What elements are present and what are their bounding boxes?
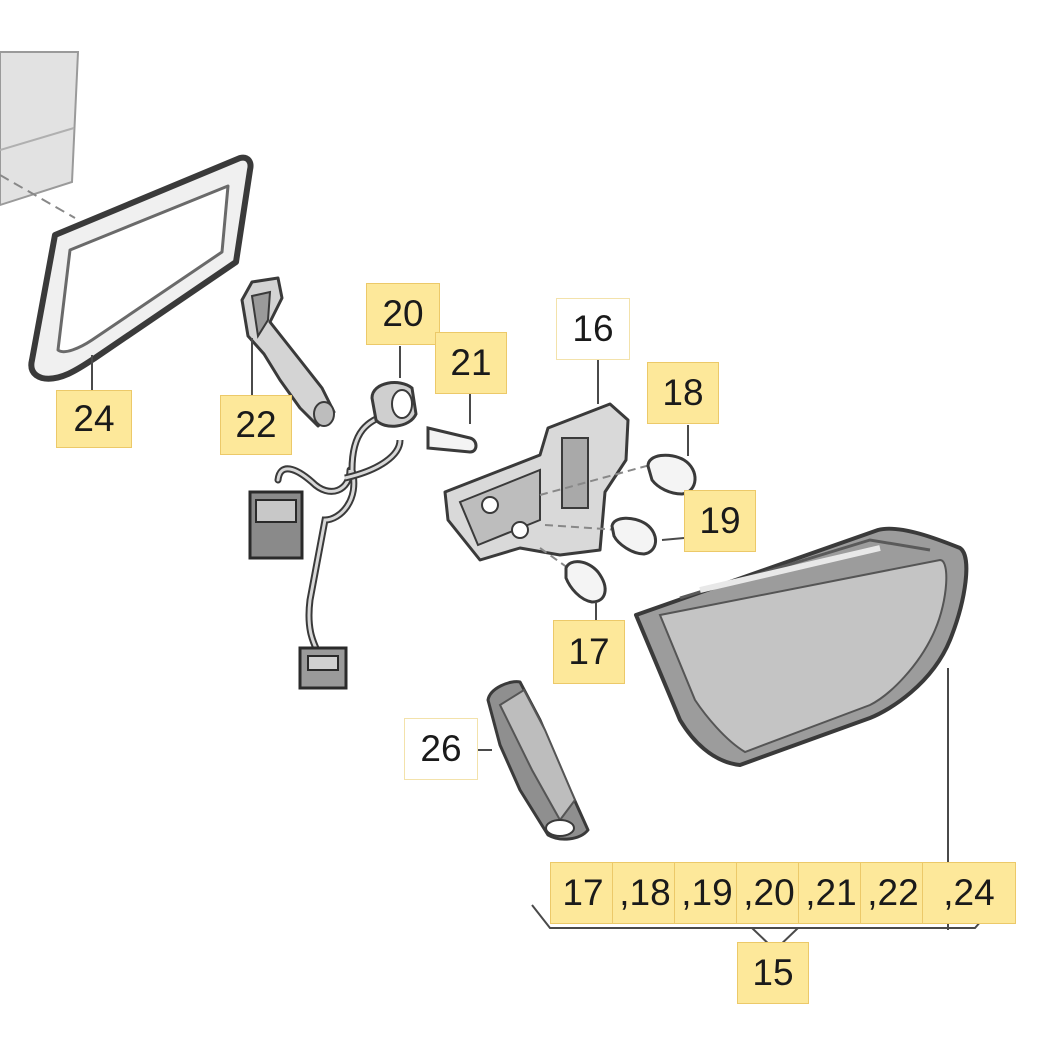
callout-18-bulb[interactable]: 18 [647, 362, 719, 424]
bulb-socket[interactable] [370, 346, 418, 428]
assembly-part-18[interactable]: ,18 [612, 862, 678, 924]
gasket[interactable] [28, 154, 254, 390]
callout-16-bulb-carrier[interactable]: 16 [556, 298, 630, 360]
callout-24-gasket[interactable]: 24 [56, 390, 132, 448]
bulb-17[interactable] [564, 560, 607, 620]
assembly-part-19[interactable]: ,19 [674, 862, 740, 924]
callout-20-socket[interactable]: 20 [366, 283, 440, 345]
small-bulb[interactable] [426, 394, 478, 454]
callout-21-small-bulb[interactable]: 21 [435, 332, 507, 394]
bracket[interactable] [240, 276, 336, 428]
callout-26-trim[interactable]: 26 [404, 718, 478, 780]
assembly-part-24[interactable]: ,24 [922, 862, 1016, 924]
callout-17-bulb[interactable]: 17 [553, 620, 625, 684]
body-panel [0, 51, 80, 219]
bulb-carrier[interactable] [443, 360, 651, 569]
wiring-harness[interactable] [248, 406, 404, 690]
tail-lamp[interactable] [634, 526, 969, 930]
bulb-18[interactable] [646, 425, 697, 496]
callout-22-bracket[interactable]: 22 [220, 395, 292, 455]
callout-15-assembly[interactable]: 15 [737, 942, 809, 1004]
trim-strip[interactable] [470, 680, 590, 841]
assembly-part-20[interactable]: ,20 [736, 862, 802, 924]
bulb-19[interactable] [610, 516, 685, 556]
callout-19-bulb[interactable]: 19 [684, 490, 756, 552]
assembly-part-21[interactable]: ,21 [798, 862, 864, 924]
assembly-part-17[interactable]: 17 [550, 862, 616, 924]
assembly-part-22[interactable]: ,22 [860, 862, 926, 924]
